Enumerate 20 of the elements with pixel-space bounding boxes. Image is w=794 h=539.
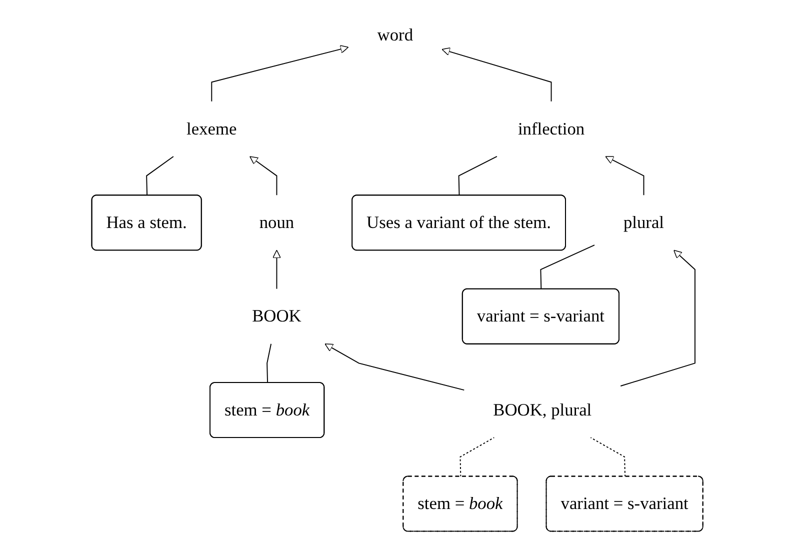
arrow	[324, 344, 464, 391]
arrow	[249, 156, 277, 196]
arrow	[620, 250, 696, 386]
connector	[146, 156, 174, 196]
connector	[590, 437, 626, 478]
arrow	[441, 47, 552, 102]
connector	[459, 437, 494, 478]
node-text: noun	[259, 212, 294, 232]
node-text: lexeme	[186, 118, 236, 138]
node-text: inflection	[518, 118, 584, 138]
arrow	[210, 45, 348, 102]
connector	[540, 244, 595, 290]
node-text: word	[376, 25, 413, 44]
arrow	[272, 250, 281, 290]
node-text: BOOK, plural	[492, 400, 592, 420]
connector	[266, 343, 272, 384]
node-text: plural	[623, 212, 664, 232]
connector	[458, 156, 498, 196]
arrow	[604, 156, 644, 196]
node-text: BOOK	[252, 306, 302, 326]
